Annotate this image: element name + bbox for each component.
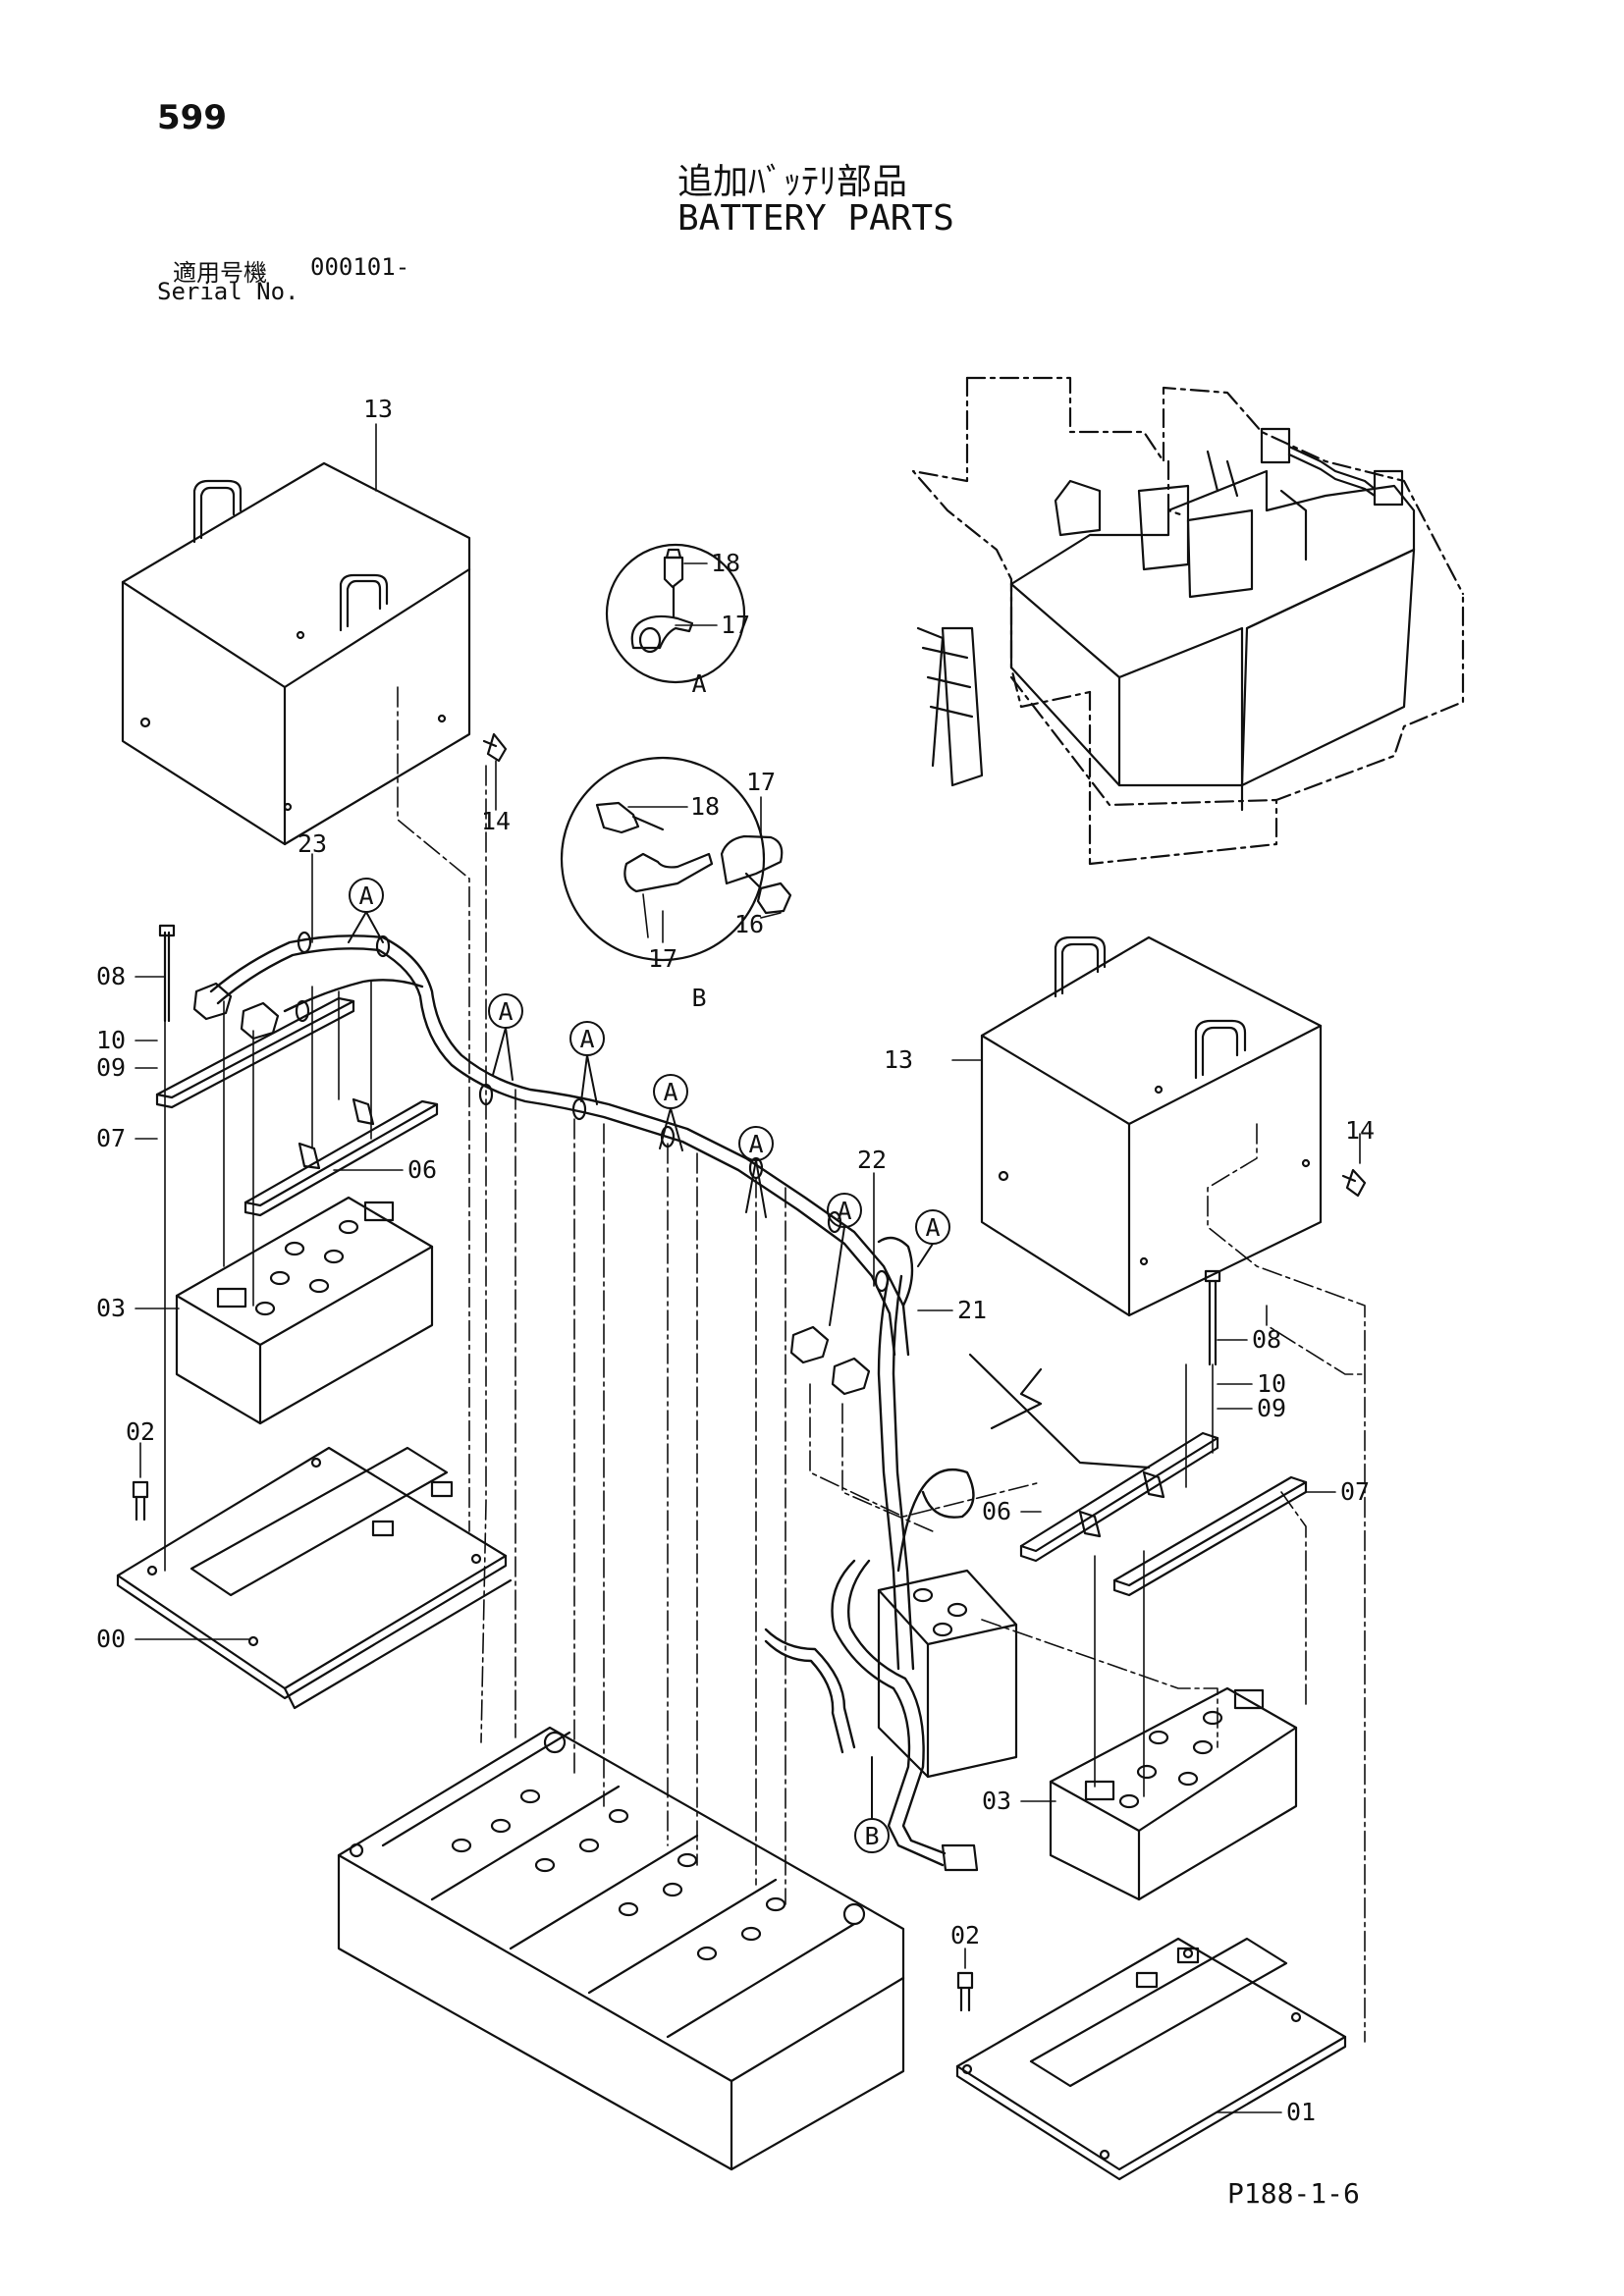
battery-frame-base [337, 1726, 905, 2171]
machine-body-outline [911, 376, 1465, 866]
detail-b-part-17-top: 17 [746, 768, 776, 796]
callout-a-2-letter: A [498, 997, 513, 1026]
part-number-labels: 13 14 23 08 10 09 07 06 03 02 00 18 17 1… [96, 395, 1375, 2126]
callout-a-6-letter: A [837, 1197, 851, 1225]
detail-view-b-label: B [691, 984, 706, 1012]
detail-b-part-17-bottom: 17 [648, 944, 677, 973]
part-label-03-right: 03 [982, 1787, 1011, 1815]
serial-label-english: Serial No. [157, 278, 299, 305]
callout-a-1-letter: A [358, 881, 373, 910]
page-number: 599 [157, 98, 227, 137]
part-label-02-right: 02 [950, 1921, 980, 1949]
bolt-icon-14b [1341, 1168, 1367, 1198]
callout-b-1-letter: B [864, 1822, 879, 1850]
part-label-01: 01 [1286, 2098, 1316, 2126]
machine-body-solid [916, 450, 1416, 812]
battery-left [175, 1196, 434, 1425]
title-english: BATTERY PARTS [677, 198, 954, 239]
assembly-guide-lines [397, 686, 1366, 2043]
title-japanese: 追加ﾊﾞｯﾃﾘ部品 [677, 162, 908, 202]
battery-tray-left [116, 1446, 513, 1710]
part-label-14-left: 14 [481, 807, 511, 835]
part-label-07-right: 07 [1340, 1477, 1370, 1506]
relay-connector-icon [1260, 427, 1404, 507]
part-label-03-left: 03 [96, 1294, 126, 1322]
connector-icons [192, 982, 979, 1872]
battery-tray-right [955, 1937, 1347, 2181]
part-label-13-right: 13 [884, 1045, 913, 1074]
part-label-00: 00 [96, 1625, 126, 1653]
part-label-09-left: 09 [96, 1053, 126, 1082]
bolt-icon-14a [482, 732, 508, 763]
callout-a-3-letter: A [579, 1025, 594, 1053]
detail-view-b [560, 756, 792, 962]
part-label-09-right: 09 [1257, 1394, 1286, 1422]
part-label-07-left: 07 [96, 1124, 126, 1152]
detail-a-part-17: 17 [721, 611, 750, 639]
bolt-icon-02b [956, 1971, 974, 2012]
bolt-icon-02a [132, 1480, 149, 1522]
part-label-08-left: 08 [96, 962, 126, 990]
battery-cover-left [121, 461, 471, 846]
leader-lines [135, 423, 1361, 2113]
part-label-02-left: 02 [126, 1417, 155, 1446]
figure-code: P188-1-6 [1227, 2177, 1360, 2210]
callout-a-5-letter: A [748, 1130, 763, 1158]
left-bracket-parts [155, 924, 439, 1217]
battery-right [1049, 1686, 1298, 1901]
wiring-harness [209, 934, 975, 1867]
part-label-21: 21 [957, 1296, 987, 1324]
detail-b-part-18: 18 [690, 792, 720, 821]
callout-letter-labels: A A A A A A A B A B [358, 669, 940, 1850]
callout-a-4-letter: A [663, 1078, 677, 1106]
harness-clip-icons [295, 931, 890, 1293]
junction-box [877, 1569, 1018, 1779]
part-label-23: 23 [298, 829, 327, 858]
part-label-10-right: 10 [1257, 1369, 1286, 1398]
serial-number-value: 000101- [310, 253, 410, 281]
part-label-06-left: 06 [407, 1155, 437, 1184]
detail-view-a-label: A [691, 669, 706, 698]
part-label-08-right: 08 [1252, 1325, 1281, 1354]
assembly-guide-lines-solid [164, 981, 1214, 1797]
battery-cover-right [980, 935, 1323, 1317]
part-label-14-right: 14 [1345, 1116, 1375, 1145]
callout-circles [348, 878, 950, 1853]
detail-view-a [605, 543, 746, 684]
right-bracket-parts [968, 1269, 1308, 1597]
callout-a-7-letter: A [925, 1213, 940, 1242]
part-label-10-left: 10 [96, 1026, 126, 1054]
serial-label-japanese: 適用号機 [173, 259, 267, 287]
detail-b-part-16: 16 [734, 910, 764, 938]
part-label-06-right: 06 [982, 1497, 1011, 1525]
part-label-22: 22 [857, 1146, 887, 1174]
detail-a-part-18: 18 [711, 549, 740, 577]
part-label-13-left: 13 [363, 395, 393, 423]
